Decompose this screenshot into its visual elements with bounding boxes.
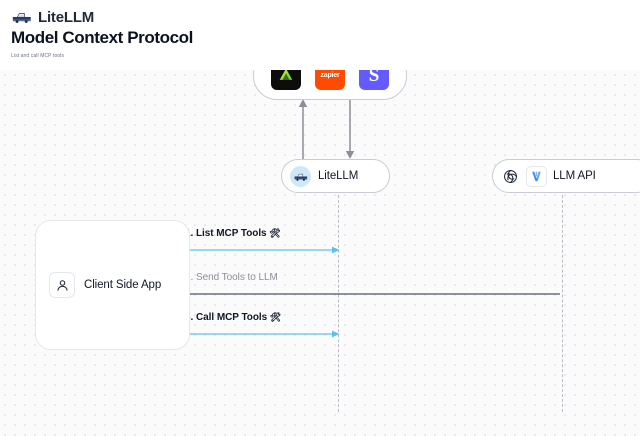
litellm-truck-icon bbox=[290, 165, 311, 187]
lifeline-litellm bbox=[338, 190, 339, 412]
openai-glyph-icon bbox=[504, 169, 517, 183]
message-1-text: 1. List MCP Tools bbox=[185, 228, 267, 239]
message-3-label: 3. Call MCP Tools 🛠 bbox=[185, 312, 281, 323]
brand[interactable]: LiteLLM bbox=[12, 6, 94, 28]
tools-emoji-icon: 🛠 bbox=[269, 228, 281, 238]
brand-name: LiteLLM bbox=[38, 8, 95, 26]
vertex-ai-icon bbox=[526, 165, 547, 187]
message-3-text: 3. Call MCP Tools bbox=[185, 312, 268, 323]
supabase-glyph-icon bbox=[279, 68, 293, 80]
message-call-mcp-tools: 3. Call MCP Tools 🛠 bbox=[175, 312, 340, 342]
arrow-litellm-to-tools bbox=[345, 98, 355, 159]
page-subtitle: List and call MCP tools bbox=[11, 53, 65, 59]
node-client-side-app[interactable]: Client Side App bbox=[35, 220, 190, 350]
message-2-arrow bbox=[175, 290, 560, 298]
litellm-truck-glyph-icon bbox=[294, 173, 307, 181]
node-litellm-label: LiteLLM bbox=[318, 170, 359, 182]
node-llm-api-label: LLM API bbox=[553, 170, 596, 182]
message-2-label: 2. Send Tools to LLM bbox=[185, 272, 278, 283]
message-1-arrow bbox=[175, 246, 340, 254]
message-3-arrow bbox=[175, 330, 340, 338]
message-2-text: 2. Send Tools to LLM bbox=[185, 272, 278, 283]
page-title: Model Context Protocol bbox=[11, 28, 193, 47]
zapier-tool-label: zapier bbox=[320, 71, 340, 79]
page-header: LiteLLM Model Context Protocol List and … bbox=[0, 0, 640, 70]
node-client-side-app-label: Client Side App bbox=[84, 279, 162, 291]
node-llm-api[interactable]: LLM API bbox=[492, 159, 640, 193]
slack-tool-label: S bbox=[368, 64, 380, 86]
vertex-ai-glyph-icon bbox=[532, 171, 541, 182]
truck-icon bbox=[12, 13, 31, 23]
tools-emoji-icon-2: 🛠 bbox=[269, 312, 282, 322]
message-list-mcp-tools: 1. List MCP Tools 🛠 bbox=[175, 228, 340, 258]
message-1-label: 1. List MCP Tools 🛠 bbox=[185, 228, 281, 239]
message-send-tools-to-llm: 2. Send Tools to LLM bbox=[175, 272, 560, 302]
lifeline-llm-api bbox=[562, 190, 563, 412]
person-icon bbox=[49, 272, 75, 298]
node-litellm[interactable]: LiteLLM bbox=[281, 159, 390, 193]
arrow-tools-to-litellm bbox=[298, 99, 308, 160]
person-glyph-icon bbox=[56, 279, 68, 291]
openai-icon bbox=[501, 167, 520, 186]
